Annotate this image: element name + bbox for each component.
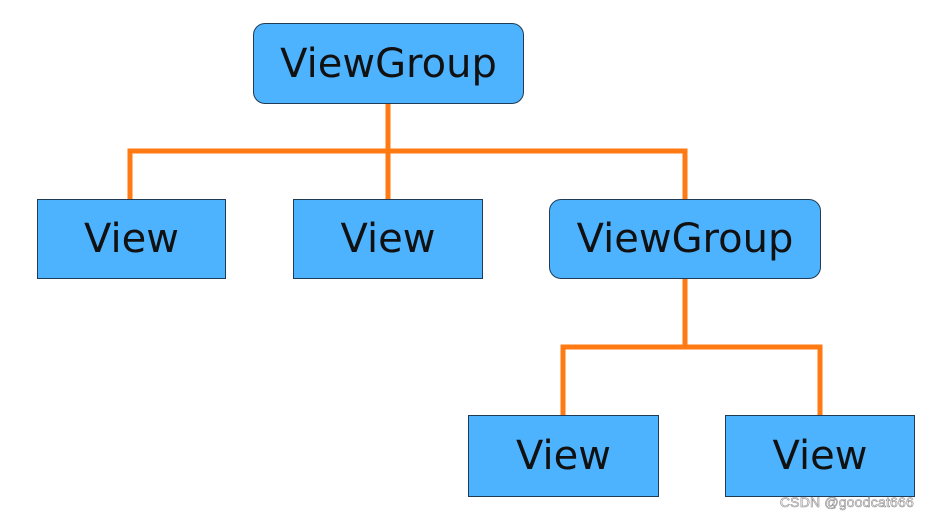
view-node-2-label: View	[340, 216, 436, 262]
watermark-text: CSDN @goodcat666	[779, 494, 915, 511]
child-viewgroup-node: ViewGroup	[549, 199, 821, 279]
view-node-2: View	[293, 199, 483, 279]
child-viewgroup-label: ViewGroup	[576, 216, 794, 262]
view-node-3: View	[468, 415, 659, 497]
view-node-1-label: View	[84, 216, 179, 262]
view-node-1: View	[37, 199, 226, 279]
view-node-4-label: View	[772, 433, 868, 479]
root-viewgroup-node: ViewGroup	[253, 23, 524, 104]
root-viewgroup-label: ViewGroup	[280, 40, 497, 87]
view-node-3-label: View	[516, 433, 611, 479]
view-node-4: View	[725, 415, 915, 497]
